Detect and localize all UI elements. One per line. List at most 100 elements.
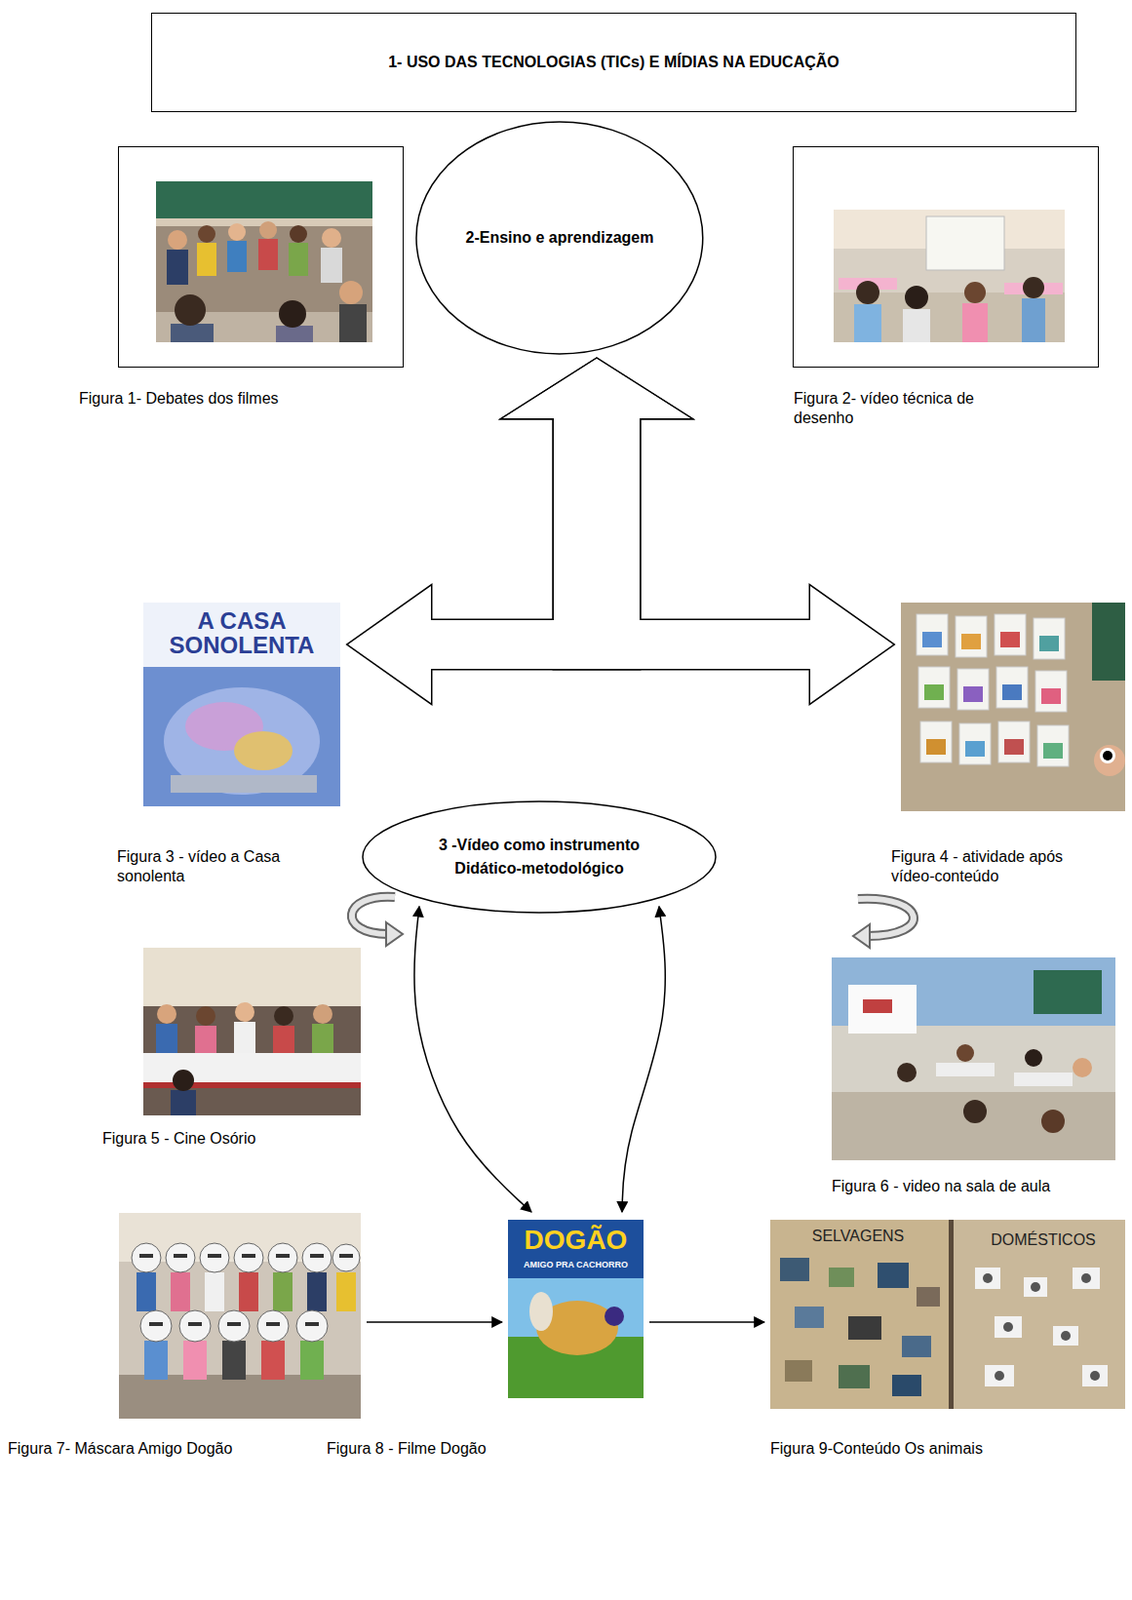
ellipse-outline bbox=[416, 121, 703, 354]
curved-arrow bbox=[414, 906, 532, 1212]
ellipse-outline bbox=[362, 801, 716, 913]
photo-debate-part bbox=[321, 228, 342, 248]
photo-debate-part bbox=[275, 325, 313, 343]
photo-wall-drawings-part bbox=[1004, 739, 1024, 755]
photo-debate-part bbox=[289, 225, 308, 243]
figure-caption: Figura 7- Máscara Amigo Dogão bbox=[7, 1439, 320, 1459]
photo-masks-part bbox=[339, 1253, 353, 1258]
photo-wall-drawings-part bbox=[1037, 725, 1069, 767]
photo-debate-part bbox=[156, 181, 373, 219]
photo-classroom-part bbox=[1072, 1057, 1093, 1078]
photo-masks-part bbox=[118, 1374, 361, 1419]
poster-animals-part bbox=[828, 1267, 855, 1288]
photo-cinema-part bbox=[273, 1006, 294, 1026]
title-text: 1- USO DAS TECNOLOGIAS (TICs) E MÍDIAS N… bbox=[388, 50, 840, 75]
photo-debate-part bbox=[196, 242, 217, 276]
photo-classroom-part bbox=[936, 1062, 995, 1077]
figure-caption: Figura 1- Debates dos filmes bbox=[78, 389, 401, 409]
photo-cinema-part bbox=[312, 1023, 334, 1054]
film-poster-part bbox=[604, 1306, 625, 1327]
figure-caption: Figura 4 - atividade após vídeo-conteúdo bbox=[891, 847, 1087, 887]
photo-classroom-part bbox=[862, 999, 893, 1014]
node-text: 3 -Vídeo como instrumento Didático-metod… bbox=[422, 833, 657, 881]
photo-wall-drawings-part bbox=[918, 666, 950, 708]
photo-masks-part bbox=[179, 1310, 211, 1342]
photo-drawing-video-part bbox=[904, 285, 929, 310]
figure-image: Figura 5 - Cine Osório bbox=[143, 947, 361, 1116]
photo-wall-drawings-part bbox=[955, 616, 987, 658]
photo-wall-drawings-part bbox=[1039, 635, 1059, 652]
photo-masks-part bbox=[139, 1253, 154, 1258]
photo-masks-part bbox=[300, 1340, 324, 1380]
photo-wall-drawings-part bbox=[1099, 747, 1116, 764]
photo-wall-drawings-part bbox=[1043, 742, 1063, 759]
photo-masks-part bbox=[199, 1243, 230, 1273]
poster-animals-part bbox=[770, 1219, 949, 1409]
book-cover-part bbox=[163, 687, 320, 795]
photo-debate-part bbox=[174, 294, 206, 326]
photo-masks-part bbox=[165, 1243, 196, 1273]
title-box: 1- USO DAS TECNOLOGIAS (TICs) E MÍDIAS N… bbox=[151, 12, 1077, 113]
photo-masks-part bbox=[170, 1272, 191, 1312]
photo-wall-drawings-part bbox=[926, 739, 946, 755]
figure-image: Figura 6 - video na sala de aula bbox=[831, 957, 1116, 1161]
curved-arrow bbox=[622, 906, 665, 1212]
film-poster-part bbox=[529, 1291, 553, 1331]
photo-drawing-video-part bbox=[856, 280, 880, 305]
photo-cinema-part bbox=[195, 1025, 217, 1054]
photo-wall-drawings-part bbox=[920, 721, 952, 763]
photo-classroom-part bbox=[848, 984, 917, 1034]
photo-wall-drawings-part bbox=[961, 633, 981, 650]
photo-masks-part bbox=[207, 1253, 222, 1258]
photo-masks-part bbox=[188, 1322, 202, 1327]
photo-masks-part bbox=[144, 1340, 168, 1380]
poster-animals-part bbox=[994, 1316, 1022, 1338]
photo-debate-part bbox=[339, 280, 363, 305]
photo-masks-part bbox=[234, 1243, 264, 1273]
figure-caption: Figura 5 - Cine Osório bbox=[102, 1129, 356, 1149]
photo-masks-part bbox=[257, 1310, 289, 1342]
curl-arrow bbox=[853, 898, 914, 948]
photo-drawing-video bbox=[833, 209, 1065, 343]
poster-animals-part bbox=[1003, 1322, 1014, 1332]
photo-wall-drawings-part bbox=[994, 614, 1026, 656]
picture-label: SELVAGENS bbox=[794, 1226, 922, 1246]
poster-animals-part bbox=[984, 1365, 1015, 1387]
photo-drawing-video-part bbox=[962, 303, 988, 343]
picture-label: A CASA SONOLENTA bbox=[148, 608, 336, 658]
book-cover-part bbox=[234, 731, 293, 771]
photo-masks-part bbox=[307, 1272, 327, 1312]
photo-wall-drawings-part bbox=[922, 631, 942, 648]
photo-wall-drawings-part bbox=[1092, 602, 1126, 681]
photo-drawing-video-part bbox=[902, 309, 931, 343]
photo-masks bbox=[118, 1212, 361, 1419]
photo-masks-part bbox=[140, 1310, 172, 1342]
photo-wall-drawings-part bbox=[900, 602, 1126, 812]
curl-arrow bbox=[351, 897, 403, 946]
photo-wall-drawings-part bbox=[996, 666, 1028, 708]
node-text: 2-Ensino e aprendizagem bbox=[466, 226, 655, 250]
straight-arrow bbox=[366, 1321, 503, 1324]
arrow-lines bbox=[366, 906, 765, 1323]
photo-classroom-part bbox=[1024, 1049, 1043, 1067]
photo-drawing-video-part bbox=[1022, 276, 1045, 299]
photo-masks-part bbox=[266, 1322, 280, 1327]
photo-debate-part bbox=[259, 221, 277, 239]
picture-label: DOMÉSTICOS bbox=[975, 1230, 1112, 1250]
topic-ellipse: 2-Ensino e aprendizagem bbox=[415, 120, 704, 355]
photo-classroom-part bbox=[963, 1099, 987, 1124]
photo-wall-drawings-part bbox=[959, 723, 991, 765]
poster-animals-part bbox=[948, 1219, 954, 1409]
poster-animals-part bbox=[1090, 1370, 1100, 1381]
poster-animals bbox=[770, 1219, 1126, 1409]
photo-masks-part bbox=[305, 1322, 319, 1327]
photo-cinema-part bbox=[156, 1023, 178, 1054]
poster-animals-part bbox=[994, 1370, 1005, 1381]
poster-animals-part bbox=[1060, 1330, 1071, 1341]
book-cover-part bbox=[143, 602, 341, 667]
photo-wall-drawings-part bbox=[1000, 631, 1020, 648]
photo-wall-drawings-part bbox=[916, 614, 948, 656]
photo-cinema-part bbox=[143, 947, 361, 1116]
curl-arrow-part bbox=[386, 922, 403, 946]
photo-wall-drawings-part bbox=[963, 686, 983, 703]
